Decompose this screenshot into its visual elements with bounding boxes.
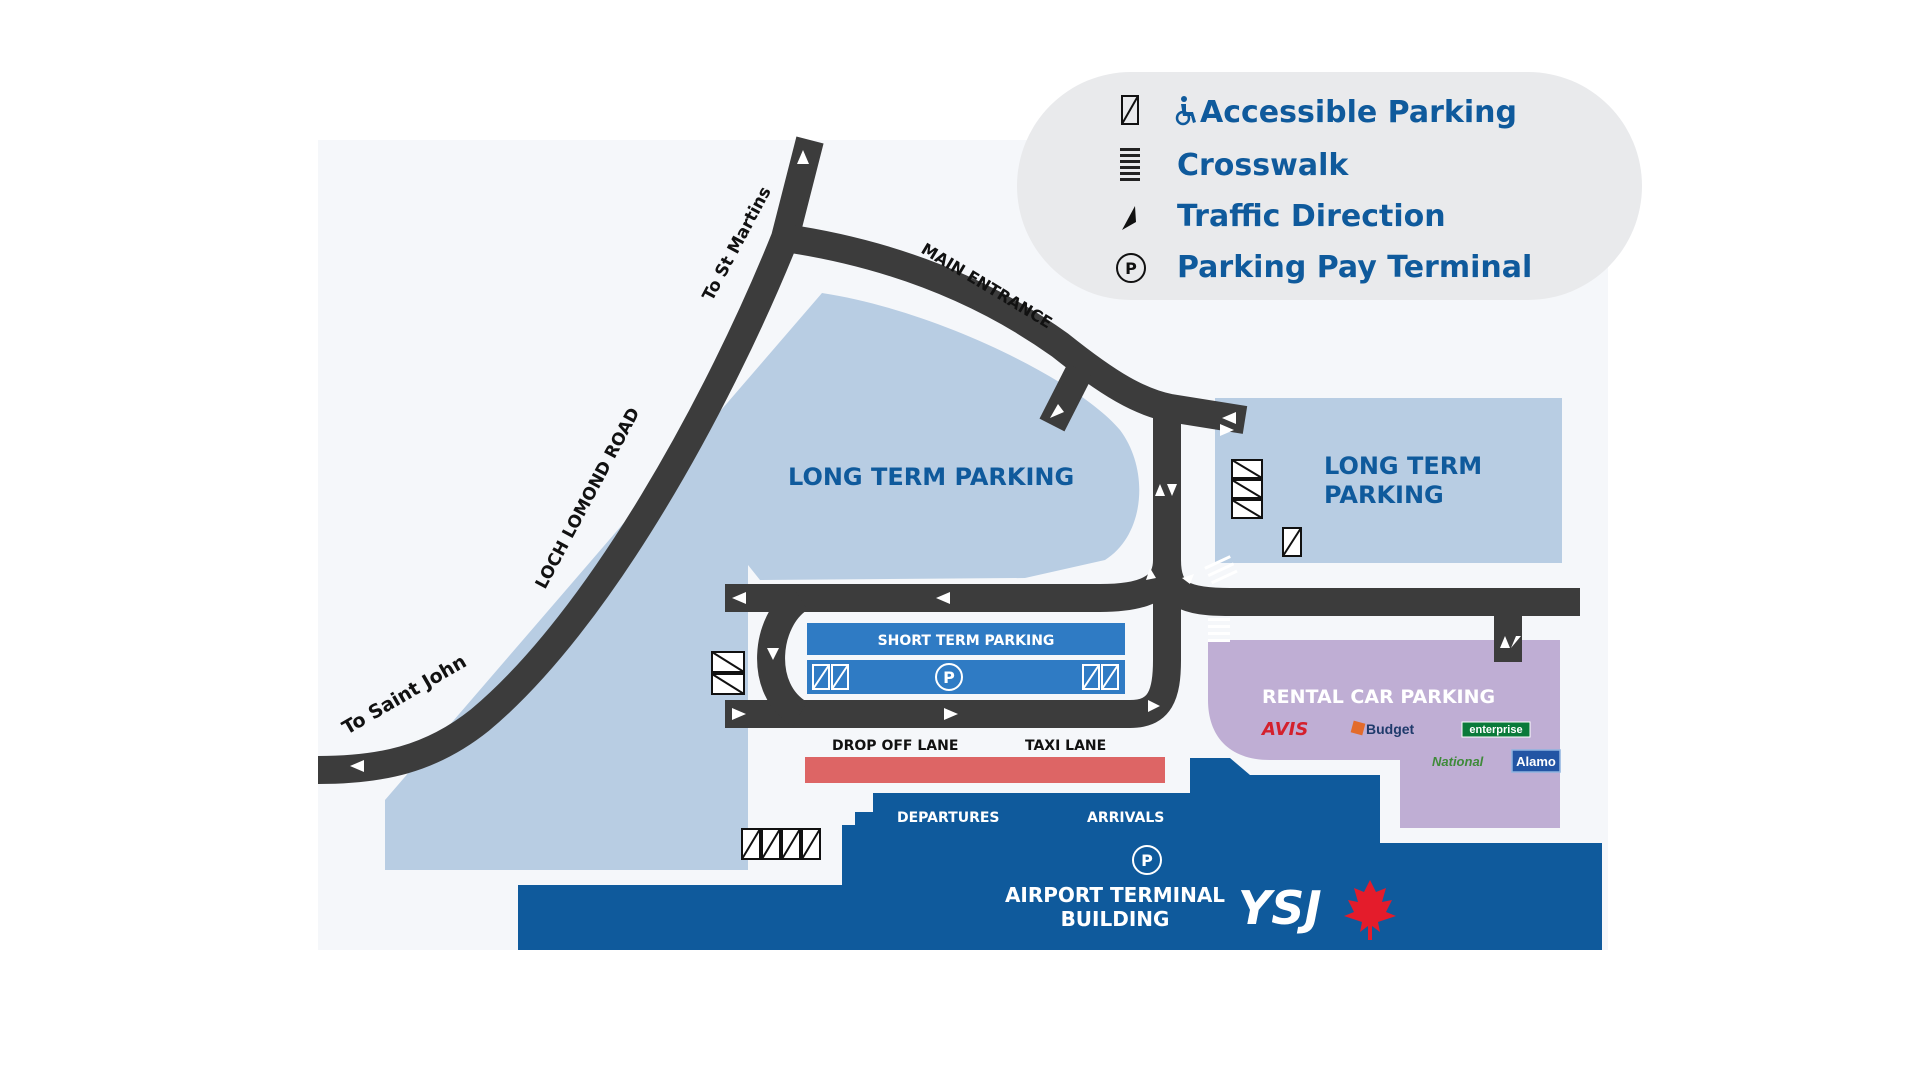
accessible-parking-icon <box>801 828 821 860</box>
crosswalk-icon <box>1208 618 1230 642</box>
legend-traffic-direction-icon <box>1122 206 1136 230</box>
traffic-direction-icon <box>1182 574 1194 584</box>
taxi-lane-label: TAXI LANE <box>1025 738 1106 754</box>
traffic-direction-icon <box>1220 424 1234 436</box>
traffic-direction-icon <box>732 708 746 720</box>
legend-pay-symbol: P <box>1125 259 1137 278</box>
legend-label-parking-pay-terminal: Parking Pay Terminal <box>1177 250 1532 285</box>
legend-panel <box>1017 72 1642 300</box>
drop-off-lane-label: DROP OFF LANE <box>832 738 958 754</box>
accessible-parking-icon <box>1231 479 1263 499</box>
accessible-parking-icon <box>761 828 781 860</box>
arrivals-label: ARRIVALS <box>1087 810 1164 826</box>
accessible-parking-icon <box>812 664 830 690</box>
long-term-parking-left-label: LONG TERM PARKING <box>788 463 1074 491</box>
long-term-parking-right-label-line1: LONG TERM <box>1324 452 1482 480</box>
legend-wheelchair-icon <box>1175 96 1196 126</box>
main-entrance-road <box>782 224 1248 434</box>
short-term-parking-label: SHORT TERM PARKING <box>878 633 1055 649</box>
traffic-direction-icon <box>944 708 958 720</box>
traffic-direction-icon <box>1167 484 1177 496</box>
accessible-parking-icon <box>1282 527 1302 557</box>
terminal-label-line1: AIRPORT TERMINAL <box>1005 883 1225 907</box>
long-term-parking-right-label-line2: PARKING <box>1324 481 1444 509</box>
short-term-parking-header <box>807 623 1125 655</box>
crosswalks <box>1204 555 1238 642</box>
rental-brand-national: National <box>1432 754 1484 769</box>
right-accessible-stalls <box>1231 459 1302 557</box>
traffic-direction-icon <box>1222 412 1236 424</box>
bottom-cross-road <box>725 590 1181 728</box>
traffic-direction-icon <box>1146 568 1156 580</box>
traffic-arrows <box>350 150 1521 772</box>
rental-brand-budget: Budget <box>1366 721 1415 737</box>
rental-car-lot <box>1208 640 1560 828</box>
traffic-direction-icon <box>1155 484 1165 496</box>
enterprise-badge <box>1461 721 1531 738</box>
connector-road <box>1039 363 1093 432</box>
crosswalk-icon <box>1204 555 1238 585</box>
traffic-direction-icon <box>1500 636 1510 648</box>
legend-label-traffic-direction: Traffic Direction <box>1177 199 1446 234</box>
rental-brand-avis: AVIS <box>1260 719 1308 740</box>
left-accessible-stalls <box>711 651 745 695</box>
departures-label: DEPARTURES <box>897 810 1000 826</box>
east-road <box>1153 559 1580 616</box>
legend-accessible-parking-icon <box>1121 95 1139 125</box>
rental-car-parking-label: RENTAL CAR PARKING <box>1262 686 1495 708</box>
accessible-parking-icon <box>1101 664 1119 690</box>
long-term-parking-left-lot <box>385 293 1140 870</box>
traffic-direction-icon <box>1511 636 1521 648</box>
accessible-parking-icon <box>1231 459 1263 479</box>
terminal-building <box>518 758 1602 950</box>
terminal-pay-terminal-icon: P <box>1132 845 1162 875</box>
pay-terminal-symbol: P <box>943 668 955 687</box>
traffic-direction-icon <box>767 648 779 660</box>
budget-logo-icon <box>1350 720 1366 736</box>
accessible-parking-icon <box>1082 664 1100 690</box>
legend-pay-terminal-icon: P <box>1116 253 1146 283</box>
legend-label-crosswalk: Crosswalk <box>1177 148 1349 183</box>
traffic-direction-icon <box>936 592 950 604</box>
traffic-direction-icon <box>1050 404 1064 418</box>
accessible-parking-icon <box>741 828 761 860</box>
pay-terminal-icon: P <box>935 663 963 691</box>
accessible-parking-icon <box>781 828 801 860</box>
short-term-parking-stalls <box>807 660 1125 694</box>
traffic-direction-icon <box>797 150 809 164</box>
accessible-parking-icon <box>831 664 849 690</box>
terminal-pay-symbol: P <box>1141 851 1153 870</box>
accessible-parking-icon <box>711 651 745 673</box>
legend-crosswalk-icon <box>1120 148 1140 181</box>
rental-brand-enterprise: enterprise <box>1469 724 1522 736</box>
accessible-parking-icon <box>711 673 745 695</box>
traffic-direction-icon <box>732 592 746 604</box>
accessible-parking-icon <box>1231 499 1263 519</box>
alamo-badge <box>1511 749 1561 773</box>
roads <box>317 136 1580 784</box>
short-term-accessible-stalls <box>812 664 1119 690</box>
drop-off-lane-bar <box>805 757 1165 783</box>
ysj-logo: YSJ <box>1238 881 1322 935</box>
traffic-direction-icon <box>1148 700 1160 712</box>
legend-label-accessible-parking: Accessible Parking <box>1200 95 1517 130</box>
rental-brand-alamo: Alamo <box>1516 754 1556 769</box>
maple-leaf-icon <box>1344 880 1396 940</box>
loch-lomond-road <box>317 136 824 784</box>
long-term-parking-right-lot <box>1215 398 1562 563</box>
terminal-label-line2: BUILDING <box>1061 907 1170 931</box>
traffic-direction-icon <box>350 760 364 772</box>
bottom-accessible-stalls <box>741 828 821 860</box>
